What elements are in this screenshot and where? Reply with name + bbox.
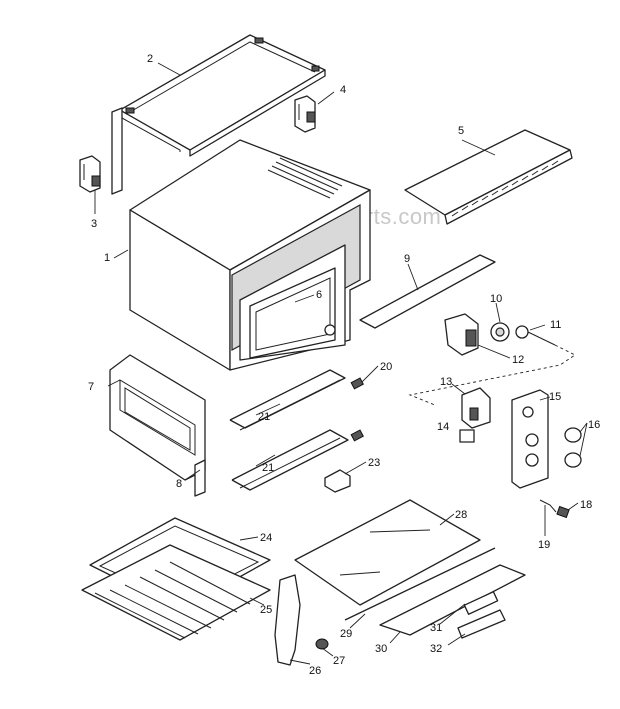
- callout-1: 1: [104, 252, 110, 264]
- part-27-spring: [315, 638, 329, 650]
- part-28-glass-door: [294, 499, 481, 606]
- callout-6: 6: [316, 289, 322, 301]
- part-14-connector: [459, 429, 475, 443]
- callout-15: 15: [549, 391, 561, 403]
- part-18-19-fuse: [539, 499, 570, 519]
- part-16-knobs: [564, 427, 582, 468]
- callout-9: 9: [404, 253, 410, 265]
- callout-18: 18: [580, 499, 592, 511]
- part-26-door-handle: [274, 574, 301, 666]
- callout-30: 30: [375, 643, 387, 655]
- callout-25: 25: [260, 604, 272, 616]
- part-30-bottom-trim: [379, 564, 526, 636]
- callout-28: 28: [455, 509, 467, 521]
- part-3-clip: [79, 155, 101, 193]
- panel-slots: [451, 160, 559, 217]
- callout-26: 26: [309, 665, 321, 677]
- part-5-rear-panel: [404, 129, 573, 225]
- callout-4: 4: [340, 84, 346, 96]
- part-1-housing: [129, 139, 371, 371]
- callout-32: 32: [430, 643, 442, 655]
- part-15-control-panel: [511, 389, 549, 489]
- part-32-handle: [457, 609, 506, 639]
- callout-19: 19: [538, 539, 550, 551]
- part-9-strip: [359, 254, 496, 329]
- part-23-clip: [324, 469, 351, 493]
- part-4-clip: [294, 95, 316, 133]
- callout-31: 31: [430, 622, 442, 634]
- part-31-handle-bracket: [463, 591, 499, 615]
- callout-13: 13: [440, 376, 452, 388]
- callout-10: 10: [490, 293, 502, 305]
- callout-21-upper: 21: [258, 411, 270, 423]
- callout-12: 12: [512, 354, 524, 366]
- part-2-top-cover: [111, 34, 326, 195]
- callout-23: 23: [368, 457, 380, 469]
- part-7-door-frame: [109, 354, 206, 497]
- part-29-strip: [344, 547, 496, 621]
- callout-24: 24: [260, 532, 272, 544]
- leader-lines: [94, 62, 588, 665]
- callout-16: 16: [588, 419, 600, 431]
- callout-21-lower: 21: [262, 462, 274, 474]
- callout-14: 14: [437, 421, 449, 433]
- callout-27: 27: [333, 655, 345, 667]
- callout-5: 5: [458, 125, 464, 137]
- part-10-11-12-switch: [444, 313, 556, 356]
- callout-29: 29: [340, 628, 352, 640]
- part-13-switch: [461, 387, 491, 429]
- callout-labels: 2 3 4 5 1 6 7 8 9 10 11 12 13 14 15 16 1…: [88, 53, 600, 677]
- vent-grille: [267, 157, 343, 199]
- callout-3: 3: [91, 218, 97, 230]
- callout-7: 7: [88, 381, 94, 393]
- part-25-wire-rack: [81, 544, 271, 641]
- callout-20: 20: [380, 361, 392, 373]
- callout-8: 8: [176, 478, 182, 490]
- callout-11: 11: [550, 319, 561, 331]
- callout-2: 2: [147, 53, 153, 65]
- part-6-window: [249, 267, 336, 359]
